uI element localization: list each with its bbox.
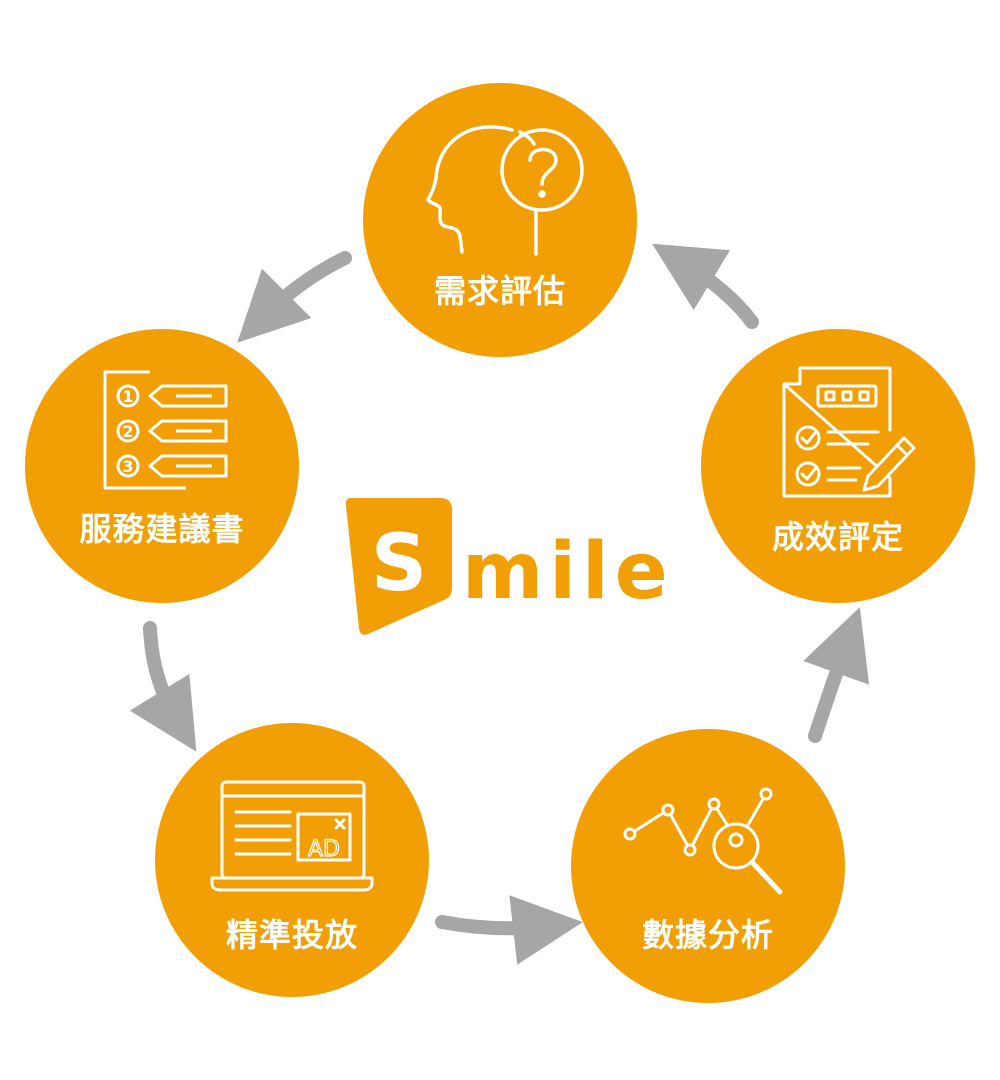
step-data-analysis: 數據分析	[571, 729, 845, 1003]
svg-text:AD: AD	[308, 837, 340, 862]
step-label: 需求評估	[434, 272, 566, 310]
step-circle	[25, 329, 299, 603]
step-needs-assessment: 需求評估	[363, 83, 637, 357]
svg-text:2: 2	[122, 422, 133, 441]
step-circle	[363, 83, 637, 357]
logo-initial: S	[371, 519, 427, 609]
step-service-proposal: 1 2 3 服務建議書	[25, 329, 299, 603]
svg-text:3: 3	[122, 457, 133, 476]
step-circle	[701, 329, 975, 603]
step-circle	[571, 729, 845, 1003]
step-label: 成效評定	[772, 518, 904, 556]
logo-badge	[345, 498, 452, 635]
arrow-analysis-to-evaluation	[803, 607, 870, 743]
step-performance-evaluation: 成效評定	[701, 329, 975, 603]
step-label: 數據分析	[642, 916, 774, 954]
laptop-ad-icon: AD	[210, 780, 374, 892]
arrow-delivery-to-analysis	[435, 895, 583, 965]
step-circle	[155, 723, 429, 997]
step-label: 服務建議書	[79, 510, 244, 548]
smile-logo: S mile	[345, 498, 674, 635]
chart-magnifier-icon	[623, 787, 783, 895]
numbered-list-icon: 1 2 3	[103, 370, 228, 490]
arrow-assessment-to-proposal	[237, 251, 352, 343]
step-label: 精準投放	[226, 916, 358, 954]
head-question-icon	[426, 125, 584, 256]
cycle-arrows	[129, 243, 870, 965]
checklist-pencil-icon	[782, 366, 916, 498]
svg-text:1: 1	[122, 387, 133, 406]
arrow-proposal-to-delivery	[129, 621, 197, 752]
step-precision-delivery: AD 精準投放	[155, 723, 429, 997]
arrow-evaluation-to-assessment	[652, 243, 759, 329]
logo-wordmark: mile	[462, 527, 674, 617]
